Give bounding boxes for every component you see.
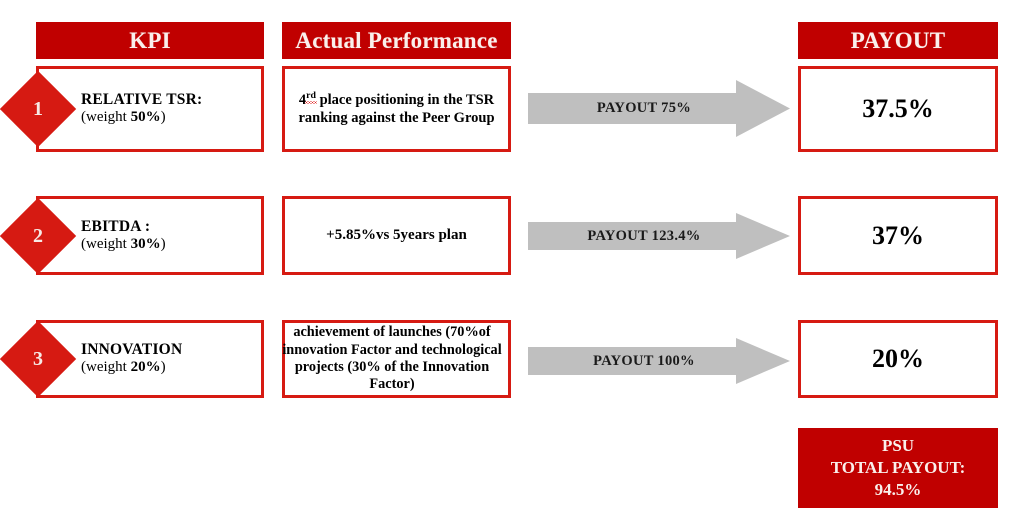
arrow-right-icon-3 [528,338,790,384]
performance-text-3: achievement of launches (70%of innovatio… [282,324,502,393]
kpi-number-label-3: 3 [33,348,43,370]
kpi-text-2: EBITDA : (weight 30%) [81,218,166,254]
kpi-weight-suffix-2: ) [160,235,166,252]
performance-ordinal-suffix-1: rd [306,89,316,101]
payout-box-3: 20% [798,320,998,398]
payout-arrow-1: PAYOUT 75% [528,80,790,137]
kpi-weight-prefix-1: (weight [81,109,131,126]
kpi-title-1: RELATIVE TSR: [81,91,203,109]
kpi-weight-prefix-2: (weight [81,235,131,252]
performance-text-1: 4rd place positioning in the TSR ranking… [293,89,500,128]
kpi-weight-value-2: 30% [130,235,161,252]
kpi-text-3: INNOVATION (weight 20%) [81,341,182,377]
payout-box-2: 37% [798,196,998,275]
column-header-kpi: KPI [36,22,264,59]
kpi-number-label-1: 1 [33,98,43,120]
arrow-right-icon-2 [528,213,790,259]
total-payout-line-3: 94.5% [874,480,922,500]
kpi-weight-2: (weight 30%) [81,236,166,254]
payout-value-2: 37% [872,220,924,250]
payout-value-3: 20% [872,344,924,373]
performance-rest-1: place positioning in the TSR ranking aga… [298,91,495,126]
kpi-weight-3: (weight 20%) [81,359,182,377]
column-header-payout: PAYOUT [798,22,998,59]
kpi-weight-value-3: 20% [130,359,161,376]
payout-arrow-label-1: PAYOUT 75% [596,100,692,116]
payout-arrow-label-2: PAYOUT 123.4% [587,227,701,244]
payout-arrow-3: PAYOUT 100% [528,338,790,384]
payout-arrow-2: PAYOUT 123.4% [528,213,790,259]
kpi-weight-value-1: 50% [130,109,161,126]
column-header-actual-performance: Actual Performance [282,22,511,59]
kpi-weight-1: (weight 50%) [81,109,202,127]
performance-box-1: 4rd place positioning in the TSR ranking… [282,66,511,152]
payout-value-1: 37.5% [862,94,934,123]
performance-ordinal-number-1: 4 [298,91,307,108]
kpi-weight-suffix-1: ) [160,109,166,126]
kpi-title-3: INNOVATION [81,341,183,359]
performance-box-3: achievement of launches (70%of innovatio… [282,320,511,398]
performance-text-2: +5.85%vs 5years plan [326,227,467,244]
total-payout-line-1: PSU [881,435,915,455]
kpi-weight-suffix-3: ) [160,359,166,376]
kpi-number-label-2: 2 [33,225,43,247]
arrow-right-icon-1 [528,80,790,137]
total-payout-line-2: TOTAL PAYOUT: [830,457,966,477]
payout-arrow-label-3: PAYOUT 100% [593,352,695,369]
payout-box-1: 37.5% [798,66,998,152]
performance-box-2: +5.85%vs 5years plan [282,196,511,275]
total-payout-box: PSU TOTAL PAYOUT: 94.5% [798,428,998,508]
kpi-weight-prefix-3: (weight [81,359,131,376]
kpi-title-2: EBITDA : [81,217,151,235]
kpi-text-1: RELATIVE TSR: (weight 50%) [81,91,202,127]
